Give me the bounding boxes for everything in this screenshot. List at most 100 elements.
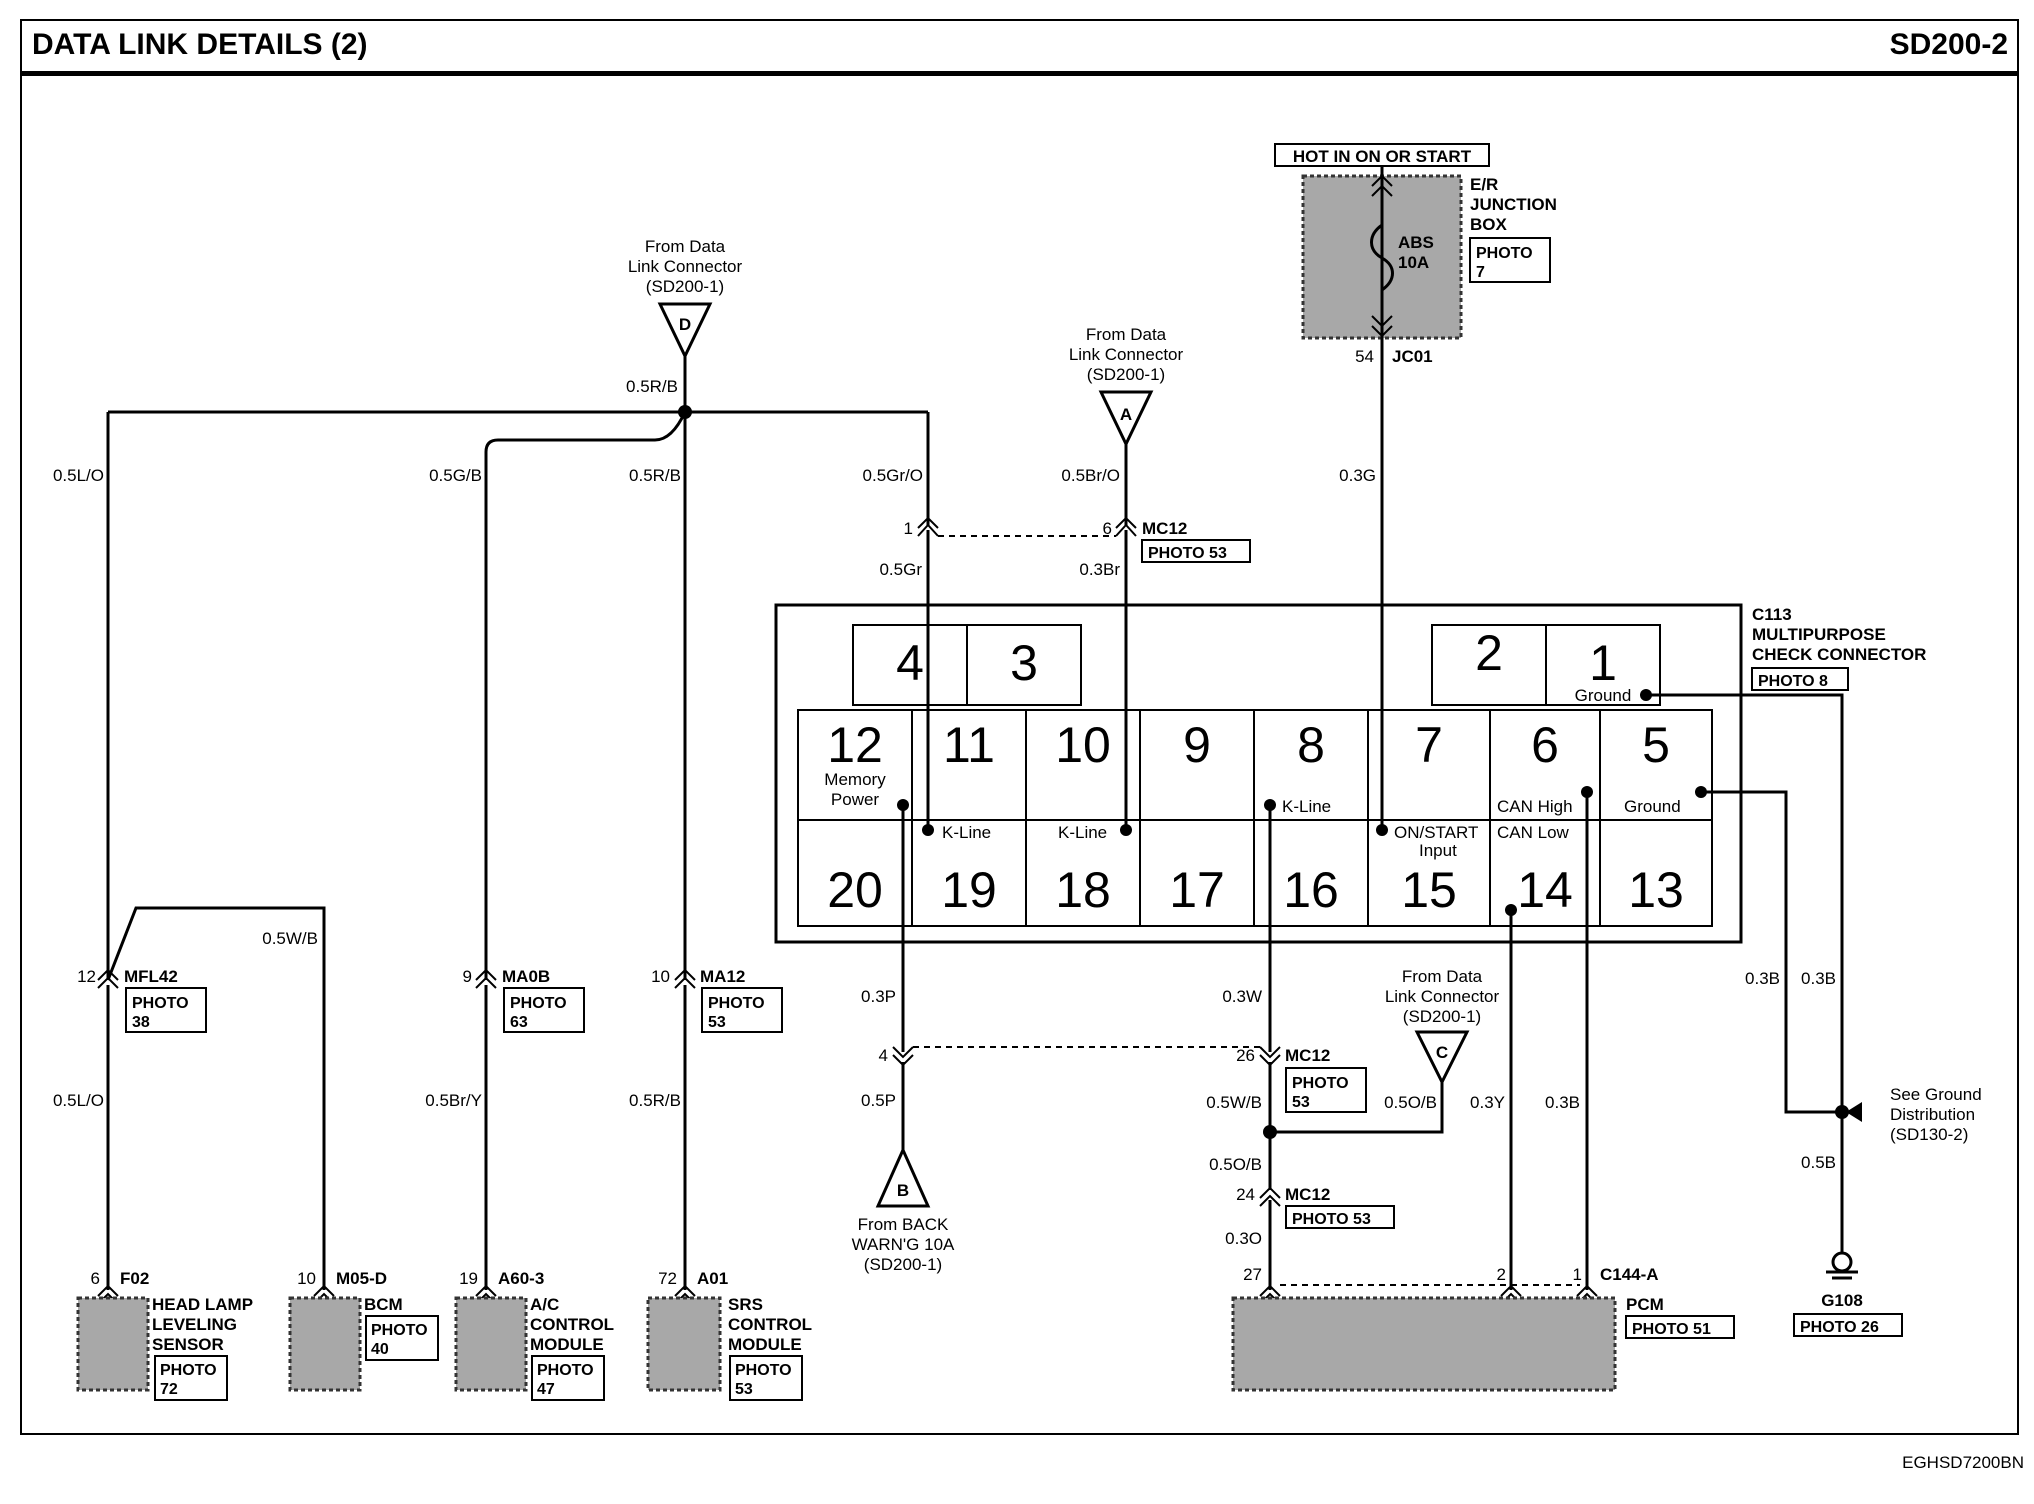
svg-text:5: 5 <box>1642 717 1670 773</box>
svg-text:A: A <box>1120 405 1132 424</box>
ground-g108: G108 PHOTO 26 <box>1793 1251 1903 1337</box>
svg-text:CONTROL: CONTROL <box>728 1315 812 1334</box>
svg-text:9: 9 <box>463 967 472 986</box>
svg-text:Ground: Ground <box>1575 686 1632 705</box>
svg-text:CONTROL: CONTROL <box>530 1315 614 1334</box>
svg-text:0.3B: 0.3B <box>1745 969 1780 988</box>
svg-text:0.5Gr: 0.5Gr <box>879 560 922 579</box>
svg-text:12: 12 <box>77 967 96 986</box>
svg-text:10A: 10A <box>1398 253 1429 272</box>
svg-text:Link Connector: Link Connector <box>628 257 743 276</box>
svg-text:PHOTO: PHOTO <box>371 1322 428 1339</box>
svg-text:14: 14 <box>1517 862 1573 918</box>
svg-text:From Data: From Data <box>645 237 726 256</box>
svg-text:24: 24 <box>1236 1185 1255 1204</box>
svg-text:11: 11 <box>943 717 995 773</box>
svg-text:LEVELING: LEVELING <box>152 1315 237 1334</box>
svg-text:MFL42: MFL42 <box>124 967 178 986</box>
svg-text:Input: Input <box>1419 841 1457 860</box>
svg-text:C: C <box>1436 1043 1448 1062</box>
svg-text:(SD200-1): (SD200-1) <box>1403 1007 1481 1026</box>
svg-text:19: 19 <box>459 1269 478 1288</box>
svg-text:SENSOR: SENSOR <box>152 1335 224 1354</box>
svg-text:0.3G: 0.3G <box>1339 466 1376 485</box>
svg-text:7: 7 <box>1415 717 1443 773</box>
svg-text:MA0B: MA0B <box>502 967 550 986</box>
bcm-module: 10 M05-D BCM PHOTO 40 <box>288 1269 439 1392</box>
svg-text:Link Connector: Link Connector <box>1069 345 1184 364</box>
svg-text:PHOTO: PHOTO <box>735 1362 792 1379</box>
svg-text:M05-D: M05-D <box>336 1269 387 1288</box>
svg-text:CAN Low: CAN Low <box>1497 823 1570 842</box>
svg-text:K-Line: K-Line <box>1282 797 1331 816</box>
svg-text:PHOTO 53: PHOTO 53 <box>1148 545 1227 562</box>
svg-text:K-Line: K-Line <box>942 823 991 842</box>
svg-text:72: 72 <box>658 1269 677 1288</box>
svg-text:9: 9 <box>1183 717 1211 773</box>
svg-text:0.3Y: 0.3Y <box>1470 1093 1505 1112</box>
svg-text:15: 15 <box>1401 862 1457 918</box>
svg-text:0.5O/B: 0.5O/B <box>1384 1093 1437 1112</box>
svg-text:17: 17 <box>1169 862 1225 918</box>
svg-text:20: 20 <box>827 862 883 918</box>
svg-text:6: 6 <box>91 1269 100 1288</box>
footer-code: EGHSD7200BN <box>1902 1453 2024 1472</box>
svg-text:HEAD LAMP: HEAD LAMP <box>152 1295 253 1314</box>
svg-text:HOT IN ON OR START: HOT IN ON OR START <box>1293 147 1472 166</box>
svg-text:(SD200-1): (SD200-1) <box>864 1255 942 1274</box>
connector-ref-b: B From BACK WARN'G 10A (SD200-1) <box>852 1146 955 1274</box>
svg-text:38: 38 <box>132 1014 150 1031</box>
svg-text:MODULE: MODULE <box>530 1335 604 1354</box>
svg-text:PHOTO 53: PHOTO 53 <box>1292 1211 1371 1228</box>
svg-text:0.5Br/O: 0.5Br/O <box>1061 466 1120 485</box>
svg-text:0.3B: 0.3B <box>1801 969 1836 988</box>
svg-text:MULTIPURPOSE: MULTIPURPOSE <box>1752 625 1886 644</box>
pcm-module: 27 2 1 C144-A PCM PHOTO 51 <box>1231 1265 1735 1392</box>
svg-text:47: 47 <box>537 1381 555 1398</box>
svg-text:0.5Gr/O: 0.5Gr/O <box>863 466 923 485</box>
page-id: SD200-2 <box>1890 28 2008 61</box>
svg-text:BOX: BOX <box>1470 215 1508 234</box>
svg-text:2: 2 <box>1497 1265 1506 1284</box>
svg-text:18: 18 <box>1055 862 1111 918</box>
svg-text:Distribution: Distribution <box>1890 1105 1975 1124</box>
svg-text:0.5B: 0.5B <box>1801 1153 1836 1172</box>
svg-text:53: 53 <box>1292 1094 1310 1111</box>
svg-text:PHOTO: PHOTO <box>510 995 567 1012</box>
connector-ref-c: From Data Link Connector (SD200-1) C <box>1385 967 1500 1086</box>
svg-text:27: 27 <box>1243 1265 1262 1284</box>
srs-control-module: 72 A01 SRS CONTROL MODULE PHOTO 53 <box>646 1269 812 1401</box>
svg-text:(SD200-1): (SD200-1) <box>1087 365 1165 384</box>
svg-text:10: 10 <box>651 967 670 986</box>
svg-text:26: 26 <box>1236 1046 1255 1065</box>
svg-text:PHOTO: PHOTO <box>537 1362 594 1379</box>
svg-text:PHOTO: PHOTO <box>708 995 765 1012</box>
svg-text:0.3W: 0.3W <box>1222 987 1262 1006</box>
svg-text:53: 53 <box>735 1381 753 1398</box>
check-connector-c113: 4 3 2 1 Ground 12 11 10 9 8 7 6 5 Memory… <box>774 603 1743 944</box>
svg-text:40: 40 <box>371 1341 389 1358</box>
svg-text:WARN'G 10A: WARN'G 10A <box>852 1235 955 1254</box>
svg-text:BCM: BCM <box>364 1295 403 1314</box>
svg-text:Ground: Ground <box>1624 797 1681 816</box>
svg-text:From Data: From Data <box>1402 967 1483 986</box>
svg-text:MA12: MA12 <box>700 967 745 986</box>
svg-text:0.5R/B: 0.5R/B <box>629 466 681 485</box>
svg-text:0.5R/B: 0.5R/B <box>629 1091 681 1110</box>
svg-text:1: 1 <box>904 519 913 538</box>
svg-text:MC12: MC12 <box>1285 1185 1330 1204</box>
diagram-frame <box>20 73 2019 1435</box>
svg-text:CAN High: CAN High <box>1497 797 1573 816</box>
svg-text:ABS: ABS <box>1398 233 1434 252</box>
svg-text:Memory: Memory <box>824 770 886 789</box>
ma0b-connector: 9 MA0B PHOTO 63 <box>463 967 585 1033</box>
svg-text:3: 3 <box>1010 635 1038 691</box>
svg-text:C144-A: C144-A <box>1600 1265 1659 1284</box>
svg-text:(SD200-1): (SD200-1) <box>646 277 724 296</box>
svg-text:A01: A01 <box>697 1269 728 1288</box>
mc12-top-connector: 1 6 MC12 PHOTO 53 <box>904 516 1251 563</box>
svg-text:Power: Power <box>831 790 880 809</box>
svg-text:72: 72 <box>160 1381 178 1398</box>
svg-text:16: 16 <box>1283 862 1339 918</box>
